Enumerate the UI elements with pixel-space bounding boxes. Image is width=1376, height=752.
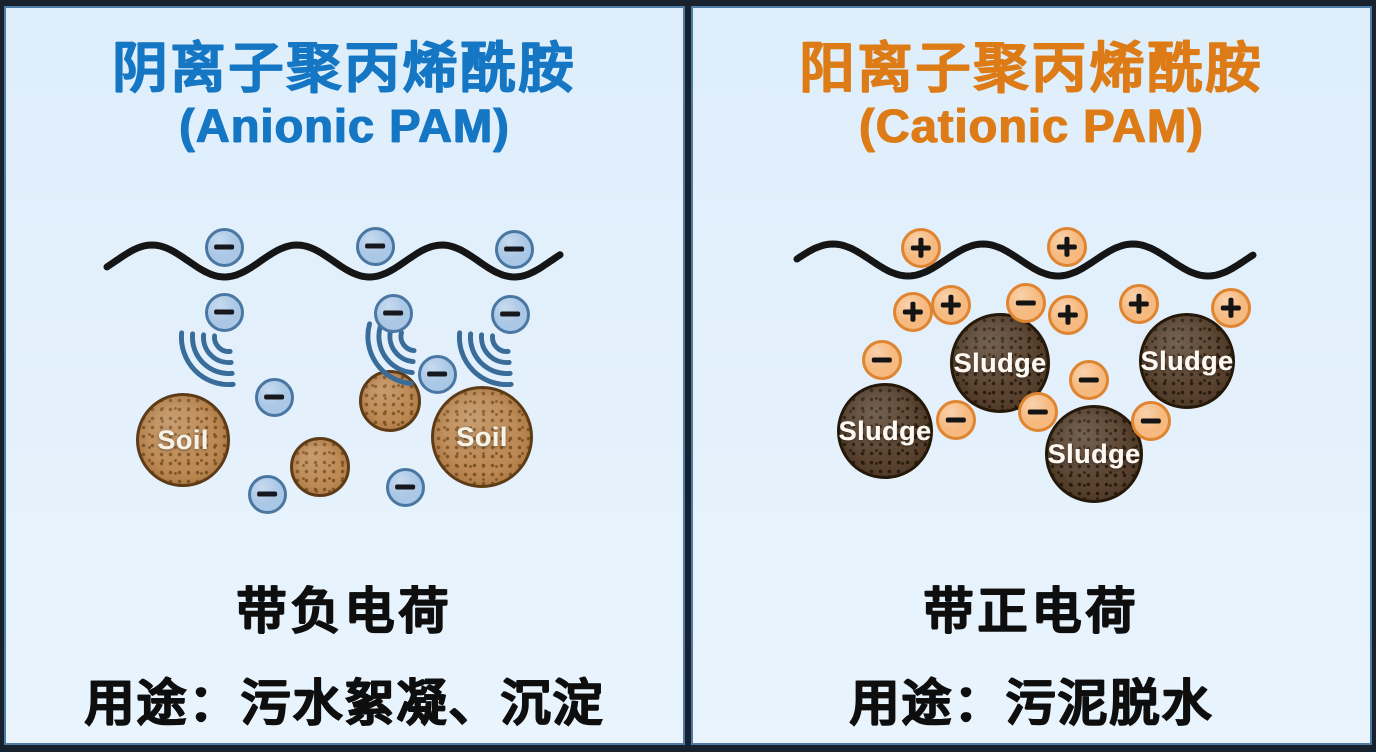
attraction-waves-icon [344, 308, 436, 400]
soil-label: Soil [456, 421, 508, 452]
negative-ion [490, 294, 530, 334]
sludge-label: Sludge [1047, 438, 1141, 469]
anionic-title-english: (Anionic PAM) [179, 99, 510, 152]
negative-ion [1018, 392, 1058, 432]
anionic-diagram-area: Soil Soil [6, 8, 683, 743]
soil-label: Soil [157, 424, 209, 455]
polymer-chain-icon [103, 241, 564, 281]
positive-ion [901, 228, 941, 268]
attraction-waves-icon [438, 312, 531, 405]
cationic-usage-label: 用途：污泥脱水 [849, 675, 1214, 731]
negative-ion [936, 400, 976, 440]
sludge-particle: Sludge [837, 383, 933, 479]
sludge-label: Sludge [953, 347, 1047, 378]
sludge-particle: Sludge [1045, 405, 1143, 503]
attraction-waves-icon [160, 312, 253, 405]
soil-particle: Soil [431, 386, 533, 488]
positive-ion [1211, 288, 1251, 328]
sludge-particle: Sludge [1139, 313, 1235, 409]
anionic-usage-label: 用途：污水絮凝、沉淀 [84, 675, 605, 731]
negative-ion [417, 354, 457, 394]
positive-ion [1048, 295, 1088, 335]
negative-ion [355, 226, 395, 266]
soil-particle-small [290, 437, 350, 497]
positive-ion [931, 285, 971, 325]
negative-ion [1006, 283, 1046, 323]
polymer-chain-icon [793, 240, 1257, 280]
cationic-title-chinese: 阳离子聚丙烯酰胺 [799, 37, 1264, 99]
cationic-title: 阳离子聚丙烯酰胺 (Cationic PAM) [693, 38, 1370, 154]
cationic-charge-label: 带正电荷 [923, 583, 1140, 639]
negative-ion [862, 340, 902, 380]
negative-ion [254, 377, 294, 417]
negative-ion [494, 229, 534, 269]
anionic-charge-label: 带负电荷 [236, 583, 453, 639]
cationic-title-english: (Cationic PAM) [859, 99, 1204, 152]
negative-ion [247, 474, 287, 514]
negative-ion [1069, 360, 1109, 400]
negative-ion [204, 292, 244, 332]
positive-ion [893, 292, 933, 332]
anionic-pam-panel: 阴离子聚丙烯酰胺 (Anionic PAM) Soil Soil 带负电荷 用途：… [4, 6, 685, 745]
negative-ion [385, 467, 425, 507]
anionic-title: 阴离子聚丙烯酰胺 (Anionic PAM) [6, 38, 683, 154]
positive-ion [1119, 284, 1159, 324]
negative-ion [373, 293, 413, 333]
positive-ion [1047, 227, 1087, 267]
negative-ion [204, 227, 244, 267]
negative-ion [1131, 401, 1171, 441]
soil-particle: Soil [136, 393, 230, 487]
sludge-label: Sludge [838, 415, 932, 446]
anionic-title-chinese: 阴离子聚丙烯酰胺 [112, 37, 577, 99]
sludge-label: Sludge [1140, 345, 1234, 376]
